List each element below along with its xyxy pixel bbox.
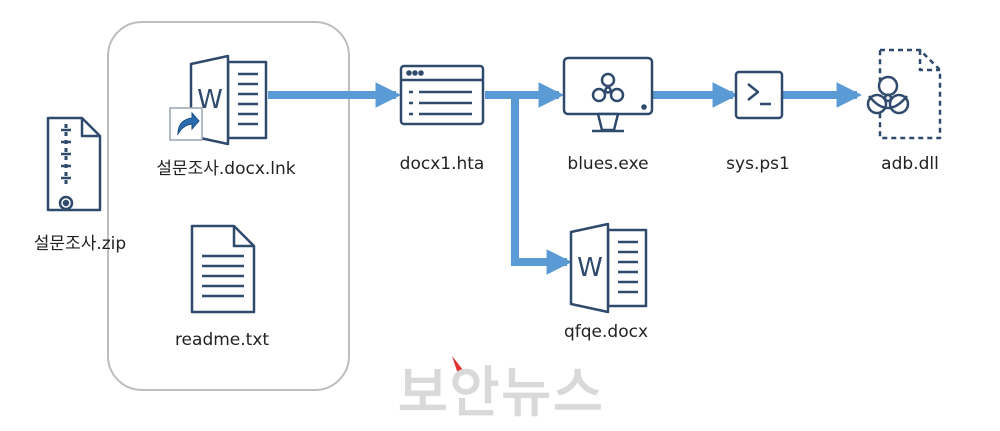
label-dll: adb.dll: [881, 154, 939, 174]
watermark-text: 보안뉴스: [398, 361, 605, 424]
label-hta: docx1.hta: [399, 154, 485, 174]
text-file-icon: [190, 224, 256, 314]
label-zip: 설문조사.zip: [33, 234, 127, 254]
svg-text:W: W: [577, 253, 603, 283]
label-ps1: sys.ps1: [726, 154, 790, 174]
powershell-icon: [734, 70, 784, 120]
browser-window-icon: [399, 64, 485, 126]
edge-hta-docx: [511, 95, 573, 275]
word-document-icon: W: [569, 222, 648, 314]
label-lnk: 설문조사.docx.lnk: [156, 159, 296, 179]
flow-arrows: [268, 82, 863, 275]
label-readme: readme.txt: [174, 330, 270, 350]
monitor-biohazard-icon: [562, 56, 654, 133]
biohazard-file-icon: [866, 48, 942, 140]
word-shortcut-icon: W: [189, 54, 268, 146]
label-docx: qfqe.docx: [563, 322, 649, 342]
archive-group-box: [107, 21, 350, 391]
shortcut-arrow-badge: [169, 107, 203, 141]
zip-file-icon: [46, 116, 102, 212]
watermark-accent-mark: [452, 356, 463, 374]
label-exe: blues.exe: [567, 154, 649, 174]
